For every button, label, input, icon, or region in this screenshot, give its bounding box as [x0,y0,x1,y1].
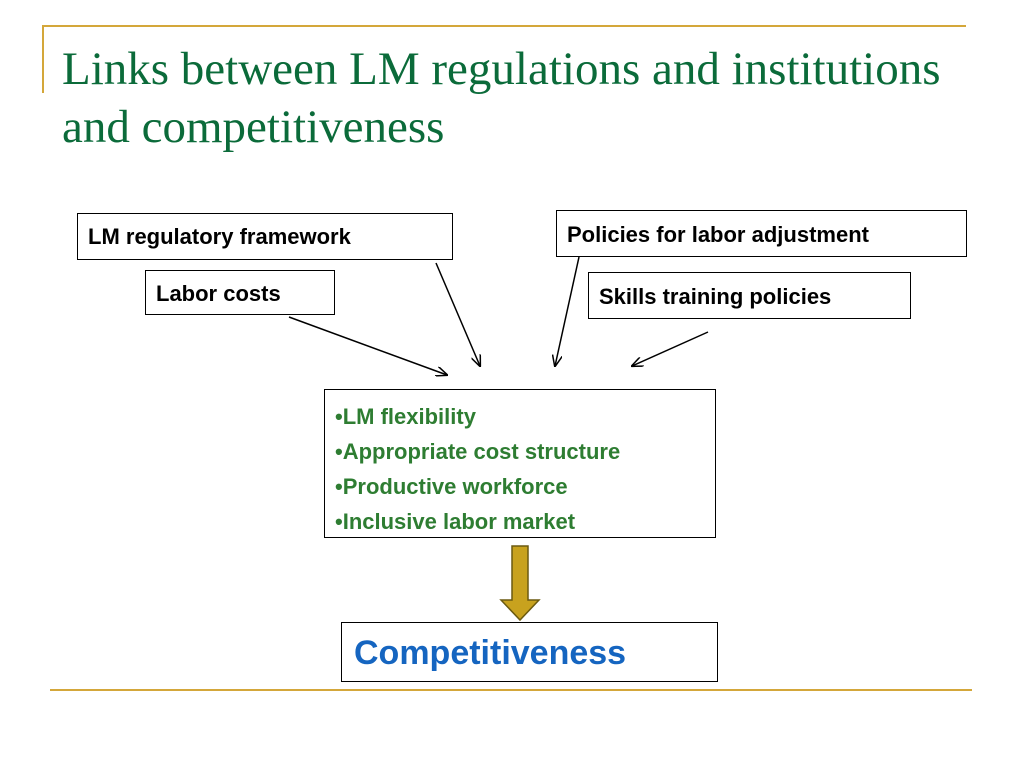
competitiveness-box: Competitiveness [341,622,718,682]
labor-costs-box: Labor costs [145,270,335,315]
outcome-item: LM flexibility [335,399,715,434]
left-accent-rule [42,25,44,93]
arrow-policies-for-labor-adjustment [555,256,580,366]
outcome-item: Inclusive labor market [335,504,715,539]
outcome-item: Appropriate cost structure [335,434,715,469]
big-down-arrow [499,545,541,622]
arrow-labor-costs [288,316,447,375]
outcome-item: Productive workforce [335,469,715,504]
arrow-lm-regulatory-framework [435,262,480,366]
lm-regulatory-framework-box: LM regulatory framework [77,213,453,260]
top-accent-rule [42,25,966,27]
arrow-skills-training-policies [632,331,709,366]
slide-title: Links between LM regulations and institu… [62,43,941,153]
policies-for-labor-adjustment-box: Policies for labor adjustment [556,210,967,257]
skills-training-policies-box: Skills training policies [588,272,911,319]
bottom-accent-rule [50,689,972,691]
outcomes-list: LM flexibility Appropriate cost structur… [335,399,715,539]
outcomes-box: LM flexibility Appropriate cost structur… [324,389,716,538]
